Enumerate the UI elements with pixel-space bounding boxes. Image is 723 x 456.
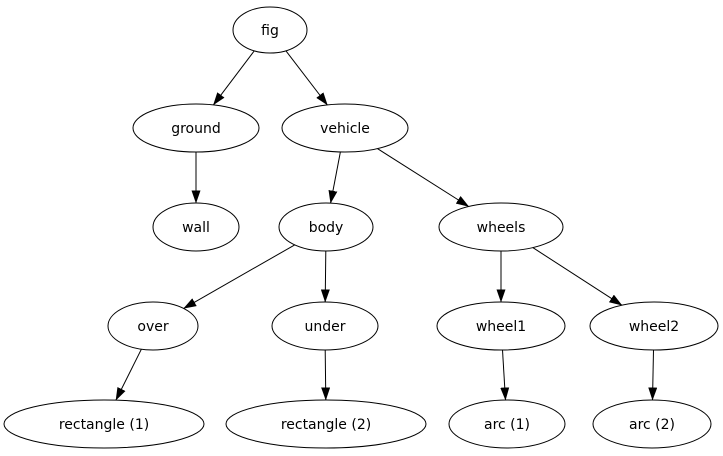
node-arc1: arc (1) <box>448 399 566 449</box>
edge-over-rectangle1 <box>115 348 142 401</box>
node-label-arc1: arc (1) <box>484 417 530 433</box>
node-ellipse-wheel1 <box>436 301 566 351</box>
nodes-layer: fig ground vehicle wall body wheels over under w… <box>3 6 719 449</box>
node-label-body: body <box>309 220 344 236</box>
node-ellipse-under <box>271 301 379 351</box>
node-ellipse-rectangle1 <box>3 399 205 449</box>
node-wheel1: wheel1 <box>436 301 566 351</box>
node-wall: wall <box>152 202 240 252</box>
node-label-wheel2: wheel2 <box>629 319 679 335</box>
edge-vehicle-wheels <box>377 148 470 207</box>
node-ellipse-wheels <box>438 202 564 252</box>
edge-body-over <box>183 244 295 309</box>
node-ellipse-ground <box>132 103 260 153</box>
node-wheel2: wheel2 <box>589 301 719 351</box>
node-ellipse-arc2 <box>592 399 712 449</box>
node-label-under: under <box>304 319 345 335</box>
node-ellipse-fig <box>232 6 308 54</box>
edge-fig-ground <box>213 50 255 106</box>
edge-wheels-wheel2 <box>532 247 623 306</box>
node-label-rectangle1: rectangle (1) <box>59 417 149 433</box>
node-ellipse-wheel2 <box>589 301 719 351</box>
node-ground: ground <box>132 103 260 153</box>
node-ellipse-rectangle2 <box>225 399 427 449</box>
node-ellipse-wall <box>152 202 240 252</box>
node-over: over <box>107 301 199 351</box>
node-fig: fig <box>232 6 308 54</box>
edge-vehicle-body <box>328 151 341 204</box>
node-label-vehicle: vehicle <box>320 121 370 137</box>
node-label-wheels: wheels <box>477 220 526 236</box>
node-label-ground: ground <box>171 121 221 137</box>
node-ellipse-over <box>107 301 199 351</box>
node-rectangle2: rectangle (2) <box>225 399 427 449</box>
node-label-wall: wall <box>182 220 210 236</box>
node-ellipse-body <box>278 202 374 252</box>
edges-layer <box>115 50 658 401</box>
node-arc2: arc (2) <box>592 399 712 449</box>
node-rectangle1: rectangle (1) <box>3 399 205 449</box>
edge-body-under <box>320 250 330 303</box>
node-label-over: over <box>137 319 168 335</box>
edge-wheel1-arc1 <box>500 349 510 401</box>
edge-under-rectangle2 <box>321 349 331 401</box>
node-body: body <box>278 202 374 252</box>
node-label-fig: fig <box>261 23 279 39</box>
edge-wheel2-arc2 <box>648 349 658 401</box>
node-vehicle: vehicle <box>281 103 409 153</box>
node-label-rectangle2: rectangle (2) <box>281 417 371 433</box>
node-label-wheel1: wheel1 <box>476 319 526 335</box>
node-ellipse-arc1 <box>448 399 566 449</box>
node-under: under <box>271 301 379 351</box>
node-ellipse-vehicle <box>281 103 409 153</box>
node-wheels: wheels <box>438 202 564 252</box>
node-label-arc2: arc (2) <box>629 417 675 433</box>
edge-fig-vehicle <box>285 50 328 106</box>
